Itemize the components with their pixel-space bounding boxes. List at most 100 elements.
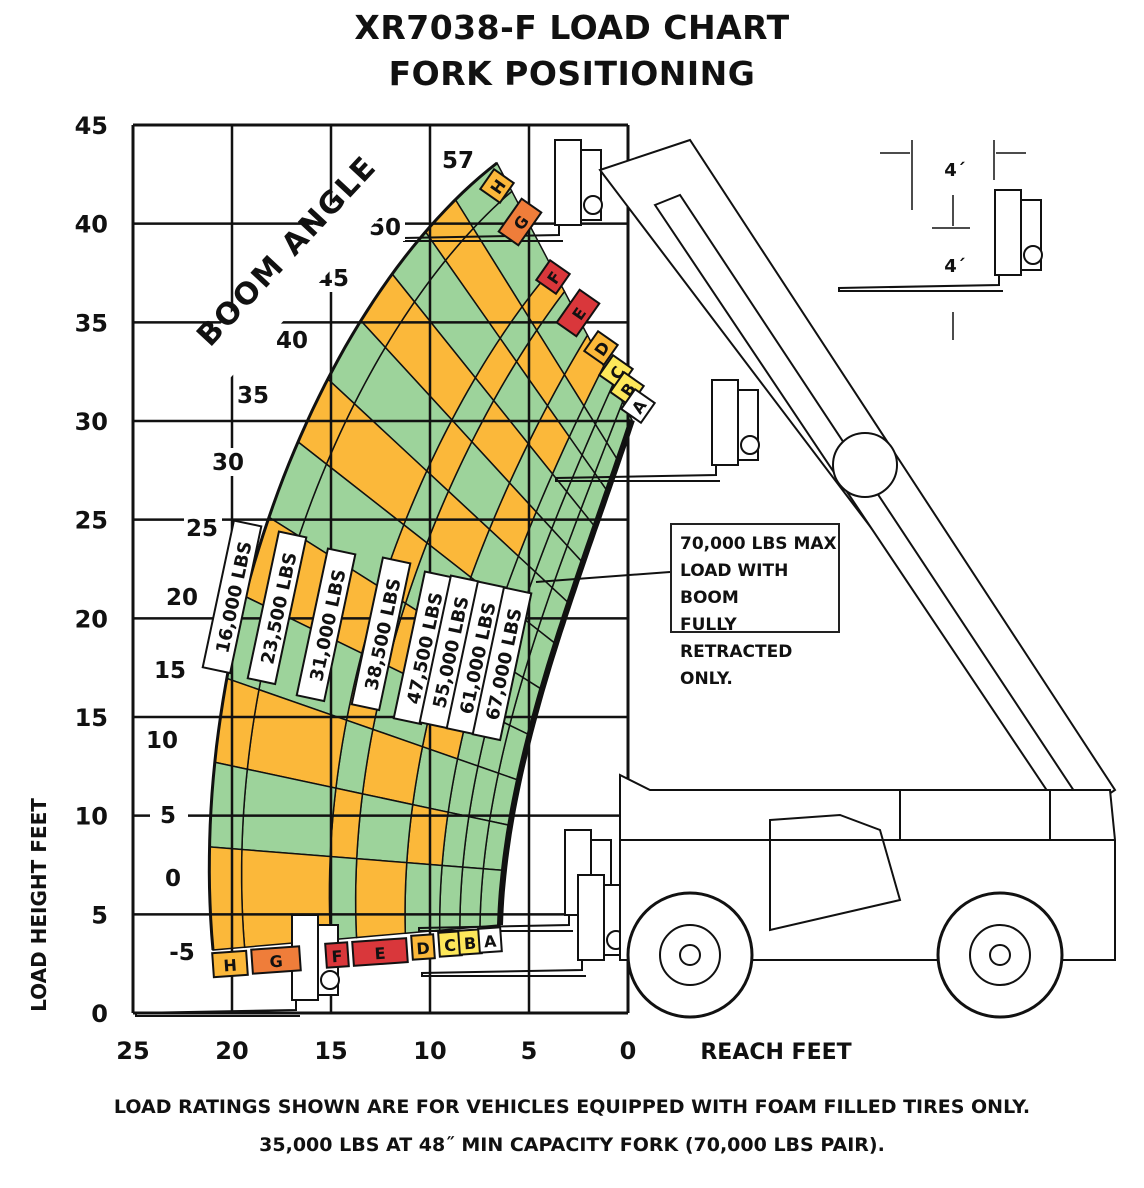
wheel-axle: [679, 944, 701, 966]
chart-title-line1: XR7038-F LOAD CHART: [354, 8, 790, 47]
zone-letter: F: [331, 947, 343, 967]
y-tick-label: 40: [75, 211, 108, 239]
zone-tag-G: G: [250, 945, 302, 975]
fork-tine: [838, 275, 1003, 292]
zone-cell: [438, 864, 464, 932]
boom-angle-label: 30: [212, 450, 244, 476]
zone-tag-H: H: [211, 949, 249, 979]
zone-tag-H: H: [478, 167, 516, 205]
load-rating-box: [295, 547, 357, 703]
carriage-frame: [577, 874, 605, 961]
callout-line: LOAD WITH BOOM: [680, 561, 789, 608]
y-axis-label: LOAD HEIGHT FEET: [27, 798, 51, 1012]
zone-tag-D: D: [410, 933, 436, 961]
boom-cylinder: [899, 789, 1051, 841]
x-tick-label: 5: [521, 1037, 538, 1065]
x-tick-label: 15: [314, 1037, 347, 1065]
envelope-inner: [497, 419, 635, 926]
zone-cell: [355, 792, 414, 864]
angle-label-bg: [235, 381, 273, 409]
load-rating-box: [471, 586, 533, 742]
callout-line: ONLY.: [680, 669, 733, 689]
zone-tag-B: B: [457, 928, 483, 956]
boom-angle-label: 15: [154, 658, 186, 684]
zone-letter: C: [444, 936, 457, 956]
x-tick-label: 20: [215, 1037, 248, 1065]
zone-tag-F: F: [324, 941, 350, 969]
angle-label-bg: [155, 864, 193, 892]
boom-angle-label: 10: [146, 728, 178, 754]
fork-carriage: [555, 379, 760, 482]
boom-angle-label: 0: [165, 866, 181, 892]
angle-label-bg: [150, 801, 188, 829]
zone-tag-F: F: [534, 258, 572, 296]
dimension-upper: 4´: [944, 160, 966, 181]
angle-label-bg: [184, 514, 222, 542]
fork-carriage: [838, 189, 1043, 292]
callout-line: 70,000 LBS MAX: [680, 534, 837, 554]
zone-tag-box: [410, 933, 436, 961]
angle-label-bg: [164, 583, 202, 611]
zone-cell: [208, 846, 246, 951]
angle-label-bg: [152, 656, 190, 684]
envelope-outer: [207, 161, 498, 951]
x-tick-label: 0: [620, 1037, 637, 1065]
zone-tag-box: [619, 387, 657, 425]
zone-cell: [404, 861, 443, 935]
dimension-lower: 4´: [944, 256, 966, 277]
fork-tine: [135, 1000, 300, 1017]
carriage-frame: [554, 139, 582, 226]
boom-angle-label: 35: [237, 383, 269, 409]
x-tick-label: 10: [413, 1037, 446, 1065]
footer-note-1: LOAD RATINGS SHOWN ARE FOR VEHICLES EQUI…: [113, 1096, 1031, 1118]
boom-angle-label: 40: [276, 328, 308, 354]
cab: [769, 813, 902, 932]
footer-note-2: 35,000 LBS AT 48˝ MIN CAPACITY FORK (70,…: [259, 1134, 885, 1156]
angle-label-bg: [210, 448, 248, 476]
carriage-frame: [994, 189, 1022, 276]
zone-tag-box: [497, 197, 543, 247]
carriage-pin: [320, 970, 340, 990]
callout-leader: [535, 571, 671, 583]
y-tick-label: 20: [75, 605, 108, 633]
zone-tag-E: E: [351, 937, 409, 967]
boom-angle-label: 57: [442, 148, 474, 174]
load-rating-box: [350, 556, 412, 712]
load-rating-box: [201, 519, 263, 675]
zone-letter: B: [463, 934, 476, 954]
zone-letter: H: [223, 956, 238, 976]
zone-tag-box: [324, 941, 350, 969]
zone-tag-box: [555, 288, 601, 338]
fork-carriage: [403, 139, 603, 242]
zone-tag-box: [582, 329, 620, 367]
fork-tine: [555, 465, 720, 482]
max-load-callout: 70,000 LBS MAX LOAD WITH BOOM FULLY RETR…: [670, 523, 840, 689]
zone-tag-box: [211, 949, 249, 979]
fork-tine: [421, 960, 586, 977]
zone-tag-A: A: [477, 926, 503, 954]
carriage-pin: [740, 435, 760, 455]
zone-letter: A: [483, 932, 497, 952]
zone-tag-box: [478, 167, 516, 205]
zone-tag-box: [534, 258, 572, 296]
zone-cell: [208, 761, 249, 851]
boom-angle-title-bg: [198, 187, 381, 379]
boom-angle-label: 20: [166, 585, 198, 611]
x-axis-label: REACH FEET: [700, 1040, 851, 1065]
y-tick-label: 0: [91, 1000, 108, 1028]
y-tick-label: 45: [75, 112, 108, 140]
y-tick-label: 35: [75, 309, 108, 337]
angle-label-bg: [440, 146, 478, 174]
angle-label-bg: [274, 326, 312, 354]
y-tick-label: 15: [75, 704, 108, 732]
y-tick-label: 30: [75, 408, 108, 436]
zone-cell: [459, 866, 485, 930]
y-tick-label: 5: [91, 901, 108, 929]
zone-tag-box: [351, 937, 409, 967]
boom-angle-label: 5: [160, 803, 176, 829]
carriage-pin: [1023, 245, 1043, 265]
zone-letter: E: [374, 944, 386, 964]
angle-label-bg: [144, 726, 182, 754]
load-rating-box: [246, 530, 308, 686]
zone-tag-A: A: [619, 387, 657, 425]
